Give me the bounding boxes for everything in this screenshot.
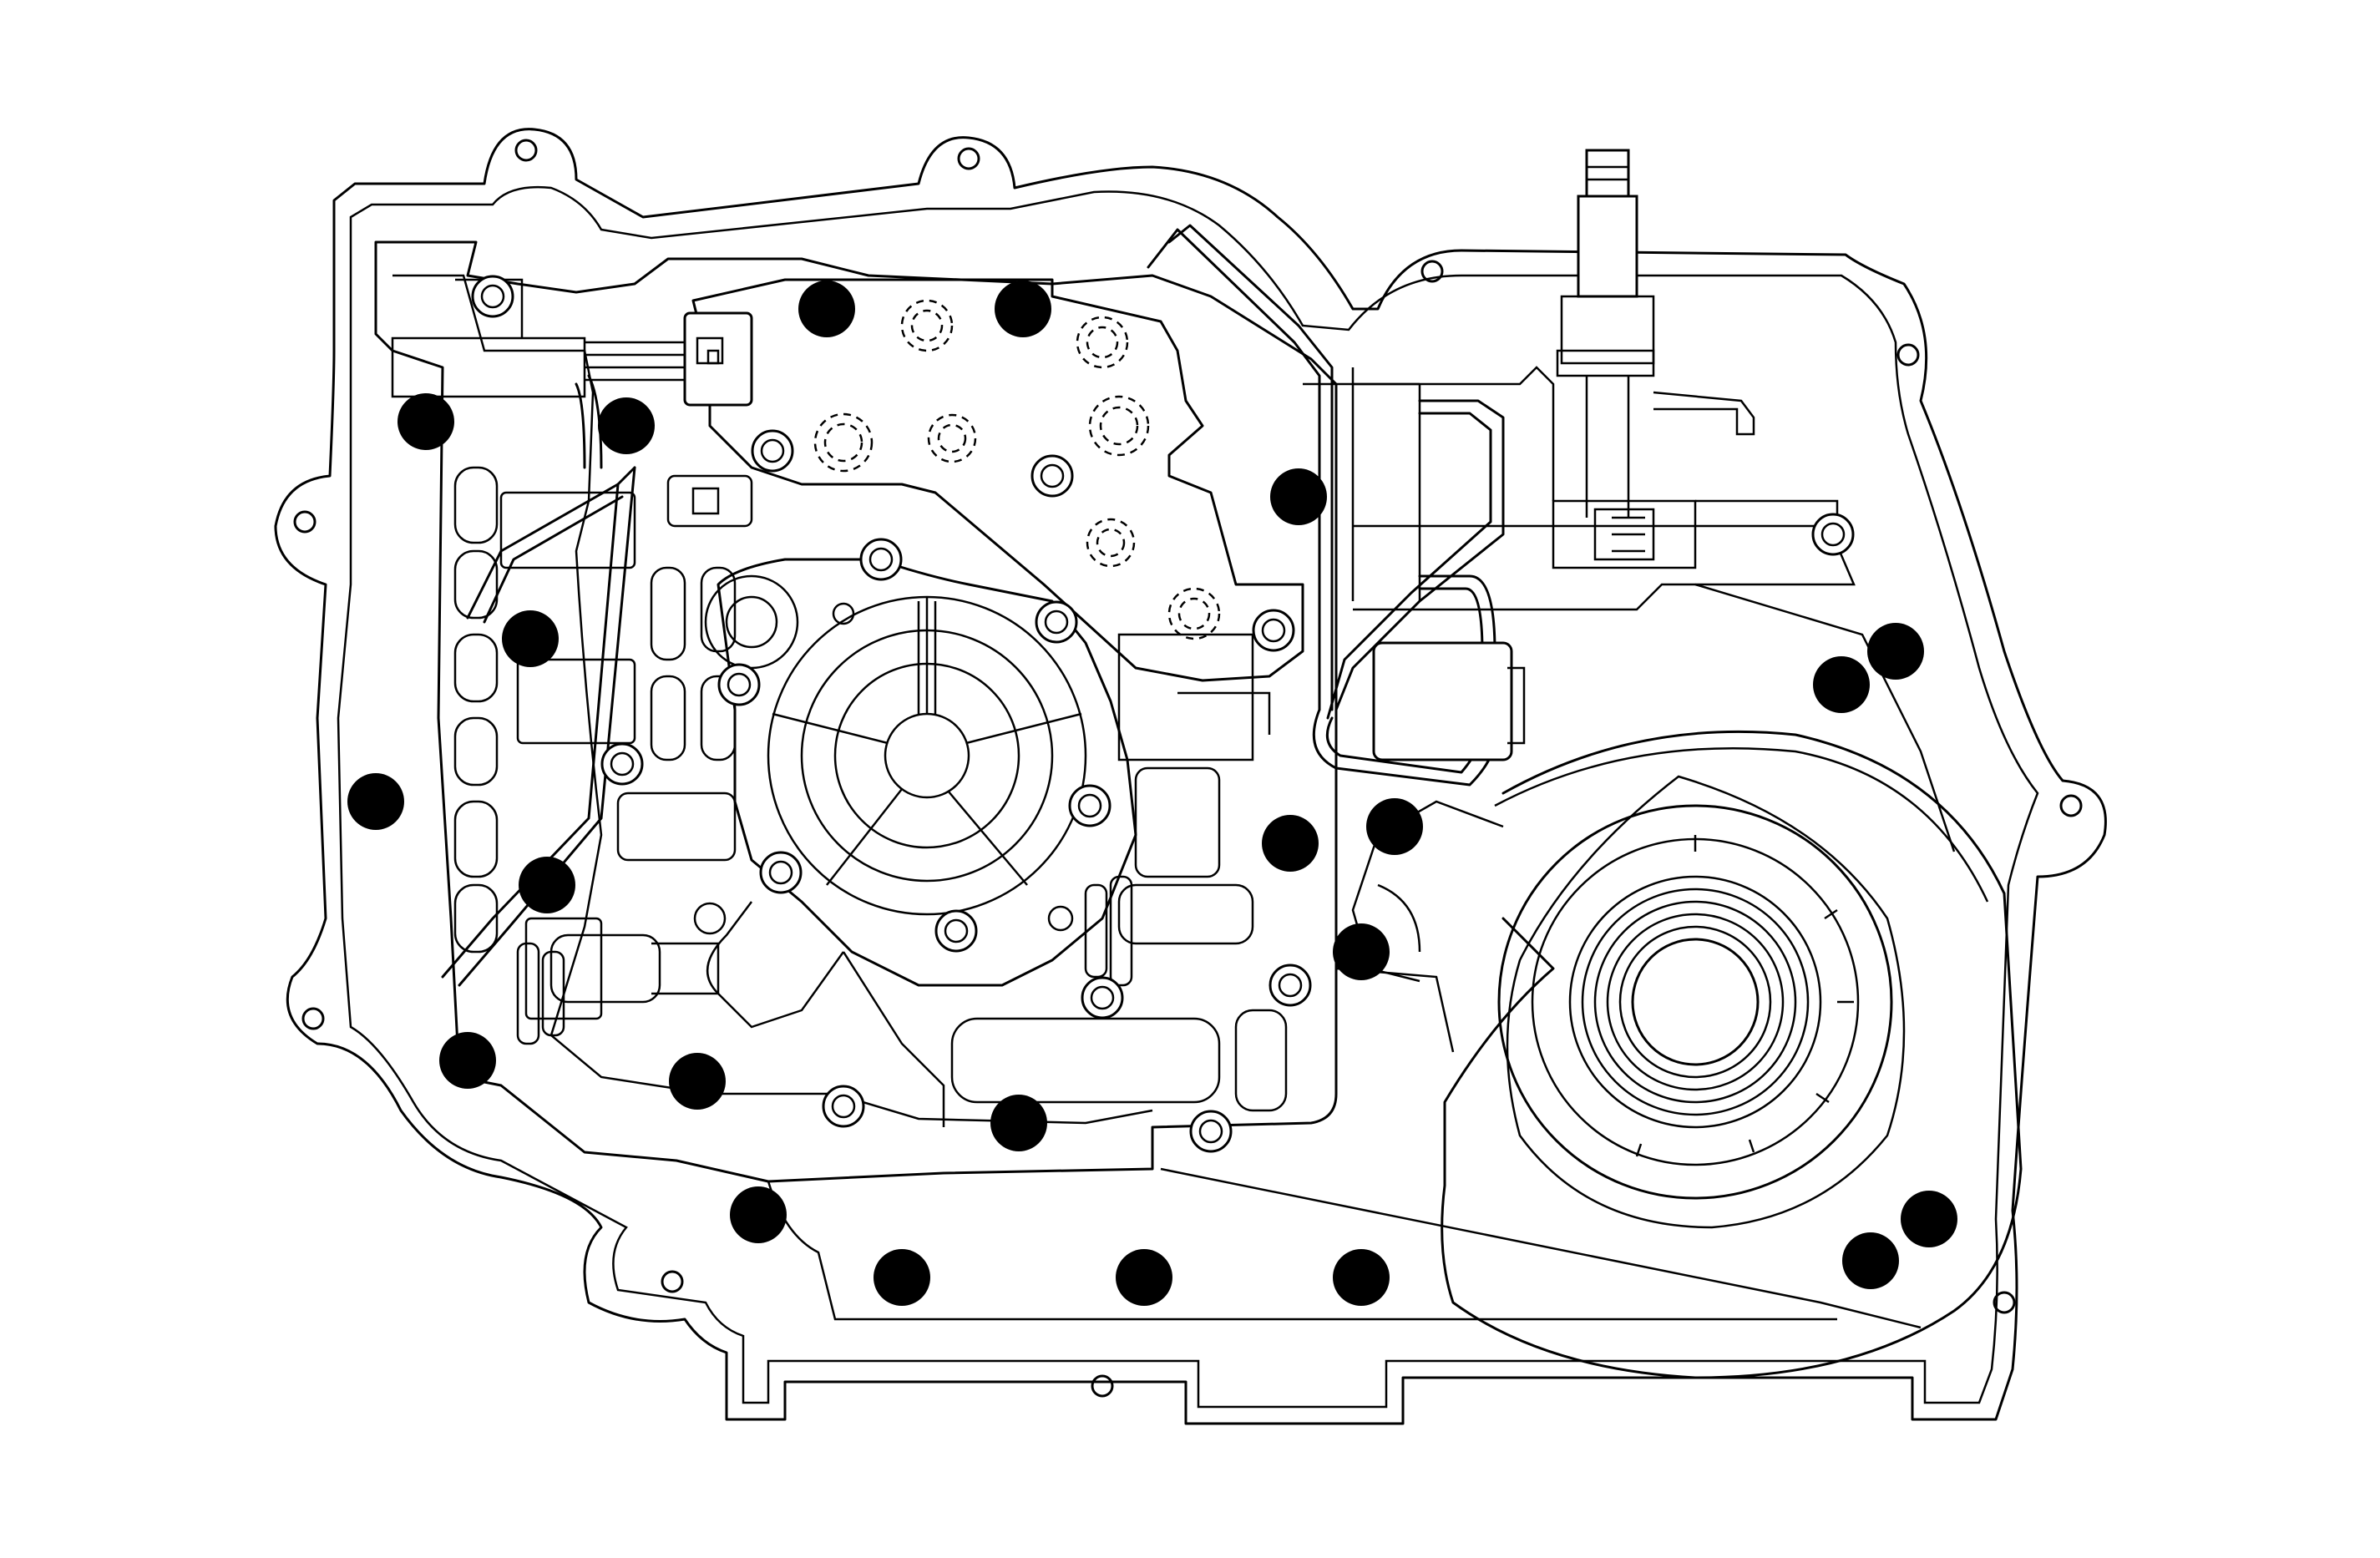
marked-bolt [1901,1191,1957,1247]
marked-bolt [995,281,1051,337]
marked-bolt [1270,468,1327,525]
unmarked-bolts [471,275,1855,1153]
manual-shaft-assembly [1303,149,1839,601]
bolt-head [1068,784,1112,827]
bolt-head [1252,609,1295,652]
solenoid-plate [391,278,1304,682]
fluid-tubes [441,224,1526,987]
marked-bolt [519,857,575,913]
marked-bolt [669,1053,726,1110]
bolt-head [1268,964,1312,1007]
bolt-head [1030,454,1074,498]
bolt-head [1081,976,1124,1019]
marked-bolt [439,1032,496,1089]
marked-bolt [502,610,559,667]
valve-body-plate [374,240,1338,1183]
bolt-head [717,663,761,706]
marked-bolt [1333,1249,1390,1306]
marked-bolt [598,397,655,454]
marked-bolt [1333,923,1390,980]
bolt-head [859,538,903,581]
marked-bolt [1867,623,1924,680]
bolt-head [471,275,514,318]
case-outline [274,128,2107,1425]
bolt-head [759,851,803,894]
bolt-head [1811,513,1855,556]
drive-housing [767,524,2023,1379]
marked-bolt [347,773,404,830]
marked-bolt [1842,1232,1899,1289]
marked-bolt [990,1095,1047,1151]
bolt-head [1189,1110,1233,1153]
pump-cover-plate [693,558,1137,1127]
bolt-head [600,742,644,786]
bolt-head [934,909,978,953]
bolt-head [1035,600,1078,644]
marked-bolt [798,281,855,337]
marked-bolt [730,1186,787,1243]
marked-bolt [1116,1249,1172,1306]
marked-bolt [874,1249,930,1306]
marked-bolt [398,393,454,450]
marked-bolt [1813,656,1870,713]
bolt-head [822,1085,865,1128]
marked-bolt [1366,798,1423,855]
marked-bolts [347,281,1957,1306]
marked-bolt [1262,815,1319,872]
bolt-head [751,429,794,473]
